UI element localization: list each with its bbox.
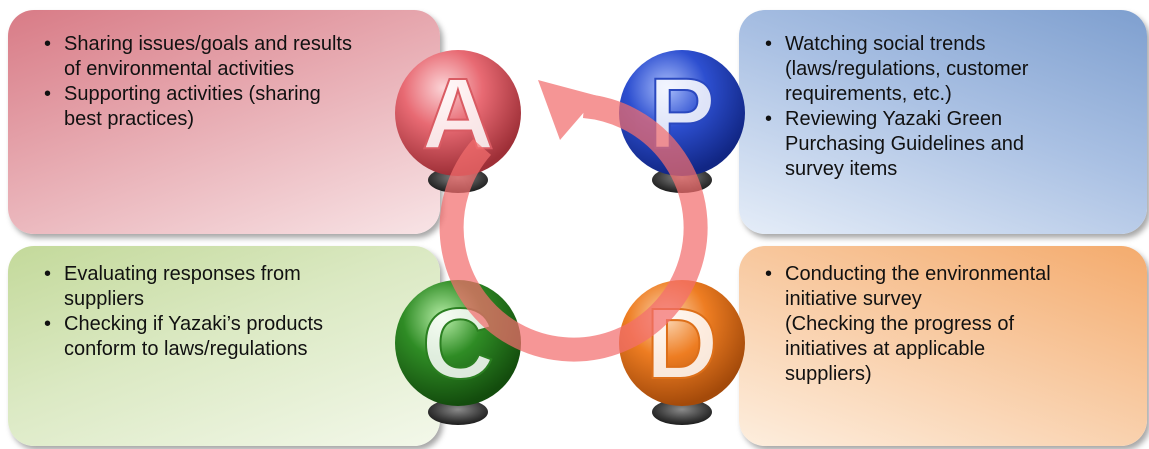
check-item-1-line-1: Evaluating responses from: [38, 262, 420, 287]
do-item-1-line-4: initiatives at applicable: [785, 338, 986, 360]
act-item-2-line-2: best practices): [64, 108, 195, 130]
cycle-arrow-ring: [439, 94, 708, 362]
pedestal-p: [652, 167, 712, 193]
ball-p-sphere: [619, 50, 745, 176]
plan-item-2-line-1: Reviewing Yazaki Green: [759, 107, 1137, 132]
panel-check: Evaluating responses from suppliers Chec…: [8, 246, 440, 446]
pedestal-d: [652, 399, 712, 425]
panel-act: Sharing issues/goals and results of envi…: [8, 10, 440, 234]
act-item-2-line-1: Supporting activities (sharing: [38, 82, 420, 107]
ball-p-letter: P: [649, 58, 716, 170]
plan-item-1-line-1: Watching social trends: [759, 32, 1137, 57]
check-item-2-line-2: conform to laws/regulations: [64, 338, 308, 360]
do-item-1-line-3: (Checking the progress of: [785, 313, 1015, 335]
plan-item-1-line-2: (laws/regulations, customer: [785, 58, 1029, 80]
ball-p: P: [619, 50, 745, 176]
ball-d: D: [619, 280, 745, 406]
act-item-1-line-1: Sharing issues/goals and results: [38, 32, 420, 57]
ball-d-letter: D: [646, 288, 718, 400]
plan-item-2-line-2: Purchasing Guidelines and: [785, 133, 1025, 155]
do-item-1-line-5: suppliers): [785, 363, 872, 385]
do-item-1-line-1: Conducting the environmental: [759, 262, 1137, 287]
act-item-1-line-2: of environmental activities: [64, 58, 295, 80]
plan-item-1-line-3: requirements, etc.): [785, 83, 952, 105]
panel-plan: Watching social trends (laws/regulations…: [739, 10, 1147, 234]
ball-d-sphere: [619, 280, 745, 406]
cycle-arrow: [439, 80, 708, 362]
check-item-1-line-2: suppliers: [64, 288, 145, 310]
cycle-arrow-head: [538, 80, 598, 140]
do-item-1-line-2: initiative survey: [785, 288, 922, 310]
plan-item-2-line-3: survey items: [785, 158, 898, 180]
panel-do: Conducting the environmental initiative …: [739, 246, 1147, 446]
pedestals: [428, 167, 712, 425]
do-list: Conducting the environmental initiative …: [759, 262, 1137, 387]
plan-list: Watching social trends (laws/regulations…: [759, 32, 1137, 182]
check-item-2-line-1: Checking if Yazaki’s products: [38, 312, 420, 337]
act-list: Sharing issues/goals and results of envi…: [38, 32, 420, 132]
check-list: Evaluating responses from suppliers Chec…: [38, 262, 420, 362]
